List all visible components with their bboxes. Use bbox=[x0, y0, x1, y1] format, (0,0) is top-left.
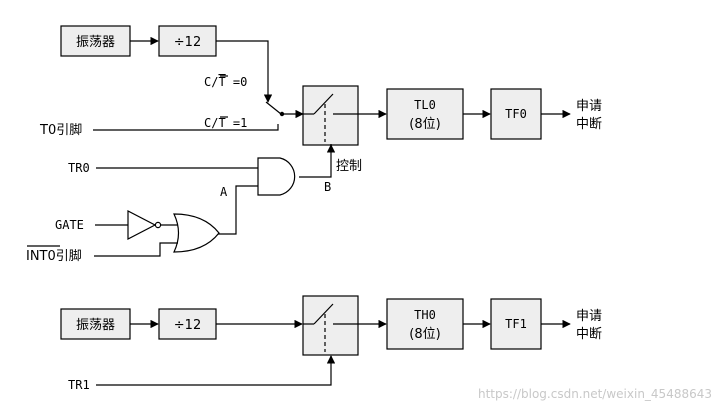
divider-box-bottom bbox=[158, 308, 217, 340]
tf1-label: TF1 bbox=[505, 317, 527, 331]
tl0-bits: (8位) bbox=[409, 117, 440, 132]
th0-bits: (8位) bbox=[409, 327, 440, 342]
gate-label: GATE bbox=[55, 218, 84, 232]
ct1-label: C/T =1 bbox=[204, 116, 247, 130]
label-b: B bbox=[324, 180, 331, 194]
irq-label-line1-top: 申请 bbox=[576, 99, 602, 114]
ct-switch-arm bbox=[265, 101, 282, 115]
label-a: A bbox=[220, 185, 228, 199]
divider-box-top bbox=[158, 25, 217, 57]
oscillator-box-top bbox=[60, 25, 131, 57]
watermark: https://blog.csdn.net/weixin_45488643 bbox=[478, 387, 712, 401]
th0-name: TH0 bbox=[414, 308, 436, 322]
tl0-name: TL0 bbox=[414, 98, 436, 112]
or-gate bbox=[173, 213, 220, 253]
tf0-label: TF0 bbox=[505, 107, 527, 121]
th0-box bbox=[386, 298, 464, 350]
not-gate-bubble bbox=[154, 221, 162, 229]
sw-top-blade bbox=[313, 93, 334, 115]
irq-label-line1-bottom: 申请 bbox=[576, 309, 602, 324]
ct0-label: C/T =0 bbox=[204, 75, 247, 89]
control-switch-box-bottom bbox=[302, 295, 359, 356]
int0-pin-label: INT0引脚 bbox=[26, 248, 82, 264]
int0-wire bbox=[94, 242, 178, 257]
control-switch-box-top bbox=[302, 85, 359, 146]
control-label: 控制 bbox=[336, 159, 362, 174]
t0-pin-wire bbox=[93, 124, 279, 131]
oscillator-box-bottom bbox=[60, 308, 131, 340]
divider-label-top: ÷12 bbox=[174, 35, 201, 50]
oscillator-label-top: 振荡器 bbox=[76, 35, 115, 50]
irq-label-line2-bottom: 中断 bbox=[576, 327, 602, 342]
irq-label-line2-top: 中断 bbox=[576, 117, 602, 132]
tr1-label: TR1 bbox=[68, 378, 90, 392]
tr0-label: TR0 bbox=[68, 161, 90, 175]
t0-pin-label: T0引脚 bbox=[39, 122, 82, 138]
and-gate bbox=[257, 157, 296, 196]
not-gate bbox=[127, 210, 157, 240]
sw-bot-blade bbox=[313, 303, 334, 325]
div-to-switch-wire bbox=[216, 40, 269, 101]
tr1-wire bbox=[96, 356, 332, 386]
or-to-and-wire bbox=[218, 185, 258, 235]
tf0-box bbox=[490, 88, 542, 140]
oscillator-label-bottom: 振荡器 bbox=[76, 318, 115, 333]
divider-label-bottom: ÷12 bbox=[174, 318, 201, 333]
and-output-wire bbox=[299, 144, 332, 178]
